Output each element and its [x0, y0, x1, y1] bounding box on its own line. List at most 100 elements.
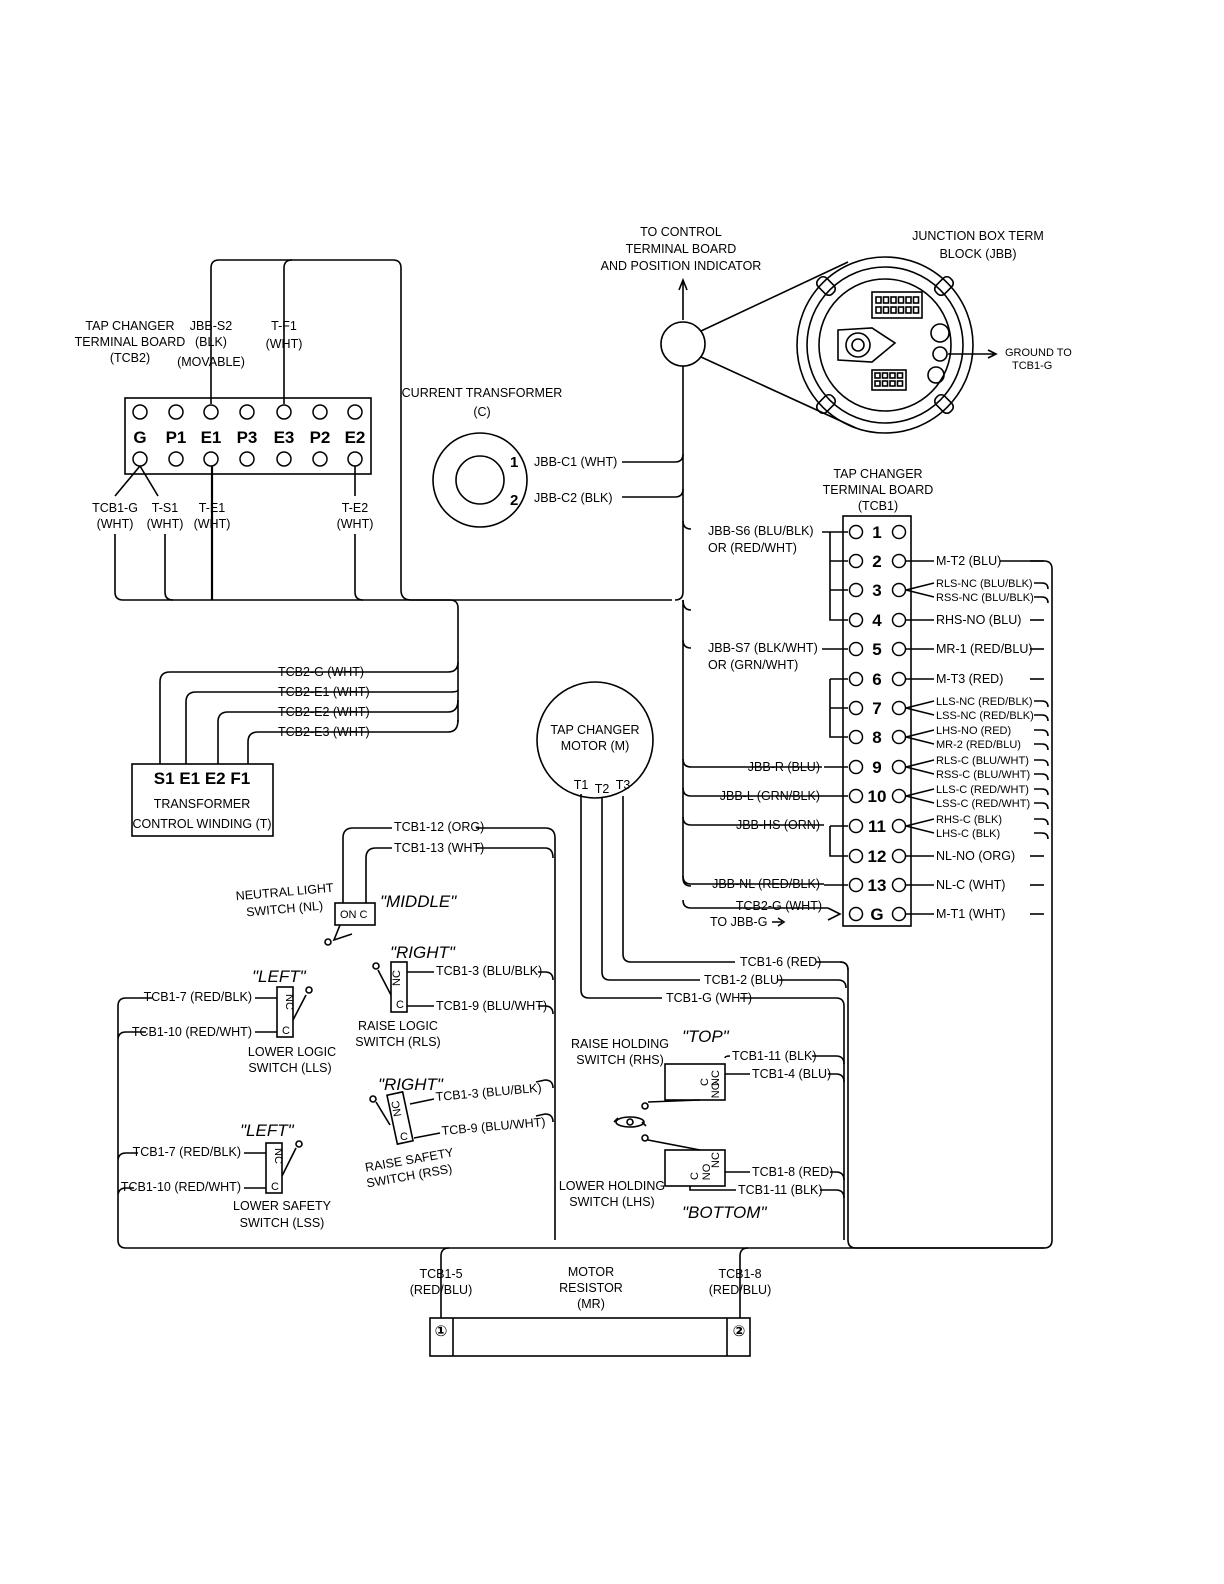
jbb-ground-line-1: GROUND TO [1005, 347, 1072, 359]
tcb2-screw-top-p3 [239, 404, 255, 420]
jbb-ground-line-2: TCB1-G [1012, 360, 1052, 372]
tcb1-terminal-4: 4 [872, 611, 882, 630]
mr-end-caps [452, 1318, 728, 1356]
lhs-contact-nc: NC [710, 1152, 722, 1168]
cable-fan-lines [700, 261, 857, 429]
nl-position: "MIDDLE" [380, 892, 457, 911]
tcb2-screw-bottom-p1 [168, 451, 184, 467]
tcb1-terminal-7: 7 [872, 699, 881, 718]
cable-joint [682, 599, 692, 611]
nl-actuator [332, 924, 353, 942]
tcb1-screw-right-11 [891, 818, 907, 834]
wire-g-split [114, 465, 159, 497]
lhs-lead-label-1: TCB1-8 (RED) [752, 1165, 833, 1179]
lss-contact-c: C [271, 1181, 279, 1193]
motor-lead-label-3: TCB1-G (WHT) [666, 991, 752, 1005]
tcb1-right-label: RHS-NO (BLU) [936, 613, 1021, 627]
rhs-roller [641, 1102, 649, 1110]
cable-trunk [674, 366, 684, 601]
jbb-pin [912, 306, 920, 314]
tcb2-title-line-1: TAP CHANGER [85, 319, 174, 333]
tcb1-screw-right-3 [891, 582, 907, 598]
tcb1-right-fork [905, 788, 935, 804]
jbb-lug-2 [933, 275, 955, 297]
tcb1-right-label: LLS-C (RED/WHT) [936, 784, 1029, 796]
tcb2-g-arrow-icon [827, 907, 842, 921]
mr-terminal-1: ① [435, 1323, 448, 1340]
tcb2-bottom-label-tcb1g-2: (WHT) [97, 517, 134, 531]
rhs-title-line-2: SWITCH (RHS) [576, 1053, 664, 1067]
tcb1-terminal-13: 13 [868, 876, 887, 895]
tcb1-right-tail [1034, 759, 1049, 767]
lss-title-line-1: LOWER SAFETY [233, 1199, 332, 1213]
lls-contact-c: C [282, 1025, 290, 1037]
nl-contacts: ON C [340, 909, 368, 921]
tcb1-left-label-s6-1: JBB-S6 (BLU/BLK) [708, 524, 814, 538]
jbb-connector-bottom-pins [874, 372, 904, 387]
tcb2-terminal-e3: E3 [274, 428, 295, 447]
jbb-pin [874, 372, 881, 379]
rls-contact-c: C [396, 999, 404, 1011]
tcb1-screw-right-12 [891, 848, 907, 864]
transformer-control-winding: TCB2-G (WHT) TCB2-E1 (WHT) TCB2-E2 (WHT)… [131, 661, 459, 837]
wire-left-bus [117, 997, 1044, 1249]
jbb-lug-3 [815, 393, 837, 415]
tcb1-terminal-2: 2 [872, 552, 881, 571]
rhs-title-line-1: RAISE HOLDING [571, 1037, 669, 1051]
control-board-label-3: AND POSITION INDICATOR [601, 259, 762, 273]
jbb-pin [881, 372, 889, 379]
jumper-6-8 [829, 678, 848, 738]
tcb1-right-fork [905, 818, 935, 834]
tcb2-wiring [114, 259, 672, 662]
lhs-stubs [689, 1171, 750, 1191]
tcb1-right-label: RLS-C (BLU/WHT) [936, 755, 1029, 767]
tcb1-screw-right-9 [891, 759, 907, 775]
rls-lead-wires [538, 971, 554, 1015]
jbb-pin [889, 372, 896, 379]
tcb1-right-fork [905, 582, 935, 598]
lss-lead-label-1: TCB1-7 (RED/BLK) [133, 1145, 241, 1159]
cable-branches [682, 758, 828, 909]
motor-terminal-t3: T3 [616, 778, 631, 792]
lls-lead-label-2: TCB1-10 (RED/WHT) [132, 1025, 252, 1039]
jbb-pin [912, 296, 920, 304]
tcb1-screw-left-4 [848, 612, 864, 628]
nl-lead-label-1: TCB1-12 (ORG) [394, 820, 484, 834]
rhs-contact-no: NO [710, 1081, 722, 1098]
tcb2-screw-top-p2 [312, 404, 328, 420]
rss-stubs [409, 1098, 441, 1139]
cable-branch-s6-s7 [682, 520, 692, 649]
lhs-switch-body [664, 1149, 726, 1187]
tcb1-left-label-tcb2g-2: TO JBB-G [710, 915, 767, 929]
tcb2-bottom-label-te2-2: (WHT) [337, 517, 374, 531]
lss-title-line-2: SWITCH (LSS) [240, 1216, 325, 1230]
jbb-pin [897, 296, 905, 304]
lhs-title-line-2: SWITCH (LHS) [569, 1195, 654, 1209]
rls-switch-body [390, 961, 408, 1013]
tcb2-terminal-p2: P2 [310, 428, 331, 447]
lss-contact-nc: NC [272, 1148, 284, 1164]
tcb1-right-tail [1034, 582, 1049, 590]
transformer-box [131, 763, 274, 837]
tcb1-screw-left-1 [848, 524, 864, 540]
tcb1-screw-left-3 [848, 582, 864, 598]
rhs-lever [647, 1099, 701, 1103]
jbb-pin [875, 296, 882, 304]
lhs-contact-c: C [689, 1172, 701, 1180]
wire-tcb2-e1 [185, 689, 459, 764]
rss-contact-nc: NC [390, 1100, 405, 1118]
tcb1-screw-left-5 [848, 641, 864, 657]
transformer-lead-label-3: TCB2-E2 (WHT) [278, 705, 370, 719]
tcb2-bottom-label-tcb1g-1: TCB1-G [92, 501, 138, 515]
wire-t-e2 [354, 466, 364, 601]
tcb1-screw-right-g [891, 906, 907, 922]
tcb1-right-fork [905, 729, 935, 745]
mr-terminal-2: ② [733, 1323, 746, 1340]
ct-title-line-2: (C) [473, 405, 490, 419]
wire-motor-t1 [580, 794, 662, 999]
tcb1-left-label-tcb2g-1: TCB2-G (WHT) [736, 899, 822, 913]
rls-title-line-2: SWITCH (RLS) [355, 1035, 440, 1049]
mr-left-line-1: TCB1-5 [419, 1267, 462, 1281]
rhs-position: "TOP" [682, 1027, 730, 1046]
motor-lead-label-2: TCB1-2 (BLU) [704, 973, 783, 987]
